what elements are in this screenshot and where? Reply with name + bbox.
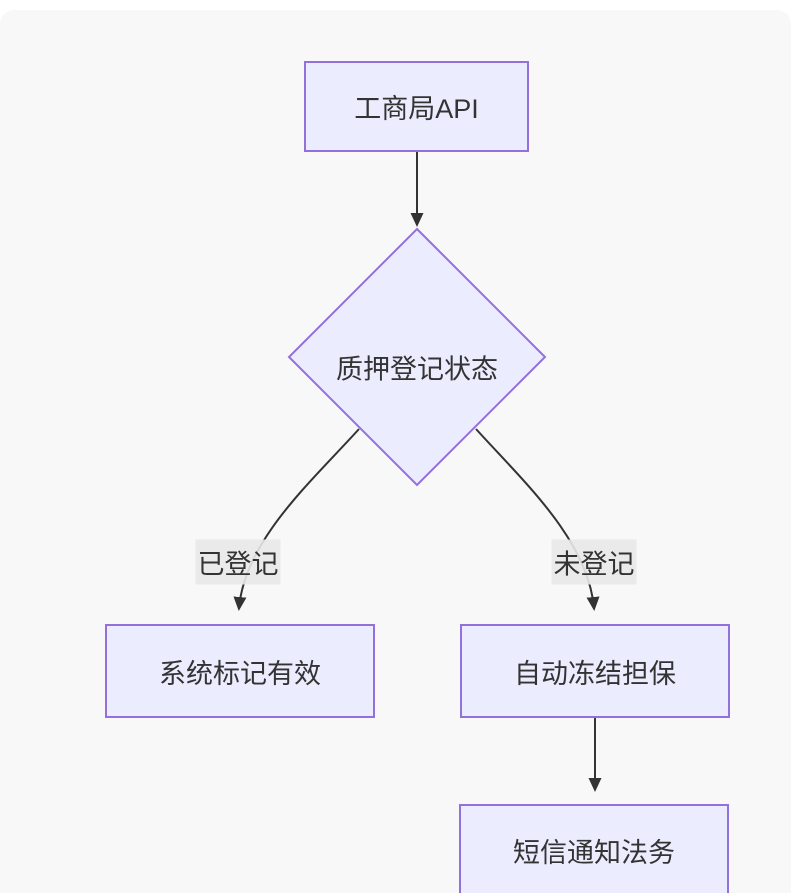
node-auto-freeze-guarantee: 自动冻结担保 <box>460 624 730 718</box>
node-system-mark-valid-label: 系统标记有效 <box>159 658 321 689</box>
edges-layer <box>233 143 602 792</box>
edge-label-registered: 已登记 <box>195 539 281 585</box>
node-decision-label: 质押登记状态 <box>336 354 498 385</box>
node-gongshangju-api: 工商局API <box>304 61 529 152</box>
flowchart-canvas: 工商局API 质押登记状态 已登记 未登记 系统标记有效 自动冻结担保 短信通知… <box>0 10 791 893</box>
node-decision-shape <box>287 227 547 487</box>
node-sms-notify-legal-label: 短信通知法务 <box>513 837 675 868</box>
node-sms-notify-legal: 短信通知法务 <box>459 804 729 893</box>
node-system-mark-valid: 系统标记有效 <box>105 624 375 718</box>
edge-label-unregistered: 未登记 <box>551 539 637 585</box>
node-auto-freeze-guarantee-label: 自动冻结担保 <box>514 658 676 689</box>
node-gongshangju-api-label: 工商局API <box>354 94 479 124</box>
